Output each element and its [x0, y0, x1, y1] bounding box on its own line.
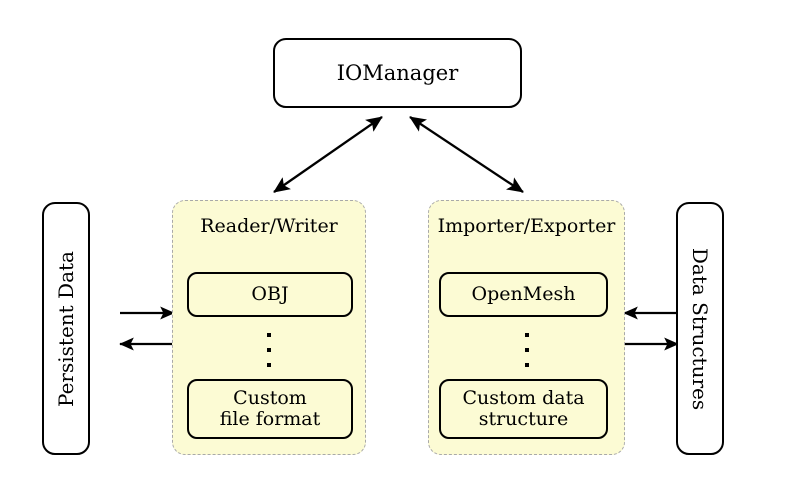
leaf-custom-data-structure-label-line2: structure [478, 408, 569, 430]
panel-reader-writer-title: Reader/Writer [200, 215, 338, 237]
node-data-structures[interactable]: Data Structures [676, 202, 724, 455]
panel-importer-exporter-title: Importer/Exporter [437, 215, 616, 237]
connector-io-manager-to-importer-exporter [409, 116, 524, 193]
leaf-openmesh-label: OpenMesh [471, 282, 576, 305]
connector-io-manager-to-reader-writer [273, 116, 383, 193]
leaf-custom-file-format-label-line2: file format [219, 408, 321, 430]
leaf-obj[interactable]: OBJ [187, 272, 353, 317]
leaf-custom-data-structure[interactable]: Custom data structure [439, 379, 608, 439]
leaf-custom-data-structure-label-line1: Custom data [462, 386, 585, 409]
leaf-custom-file-format-label-line1: Custom [233, 386, 307, 409]
panel-reader-writer[interactable]: Reader/Writer OBJ Custom file format [172, 200, 366, 455]
vertical-ellipsis-icon [173, 333, 365, 367]
node-data-structures-label: Data Structures [688, 247, 712, 410]
panel-importer-exporter[interactable]: Importer/Exporter OpenMesh Custom data s… [428, 200, 625, 455]
node-io-manager-label: IOManager [336, 61, 459, 85]
node-io-manager[interactable]: IOManager [273, 38, 522, 108]
leaf-obj-label: OBJ [251, 282, 289, 305]
vertical-ellipsis-icon [429, 333, 624, 367]
leaf-openmesh[interactable]: OpenMesh [439, 272, 608, 317]
leaf-custom-file-format[interactable]: Custom file format [187, 379, 353, 439]
node-persistent-data-label: Persistent Data [54, 250, 79, 407]
node-persistent-data[interactable]: Persistent Data [42, 202, 90, 455]
